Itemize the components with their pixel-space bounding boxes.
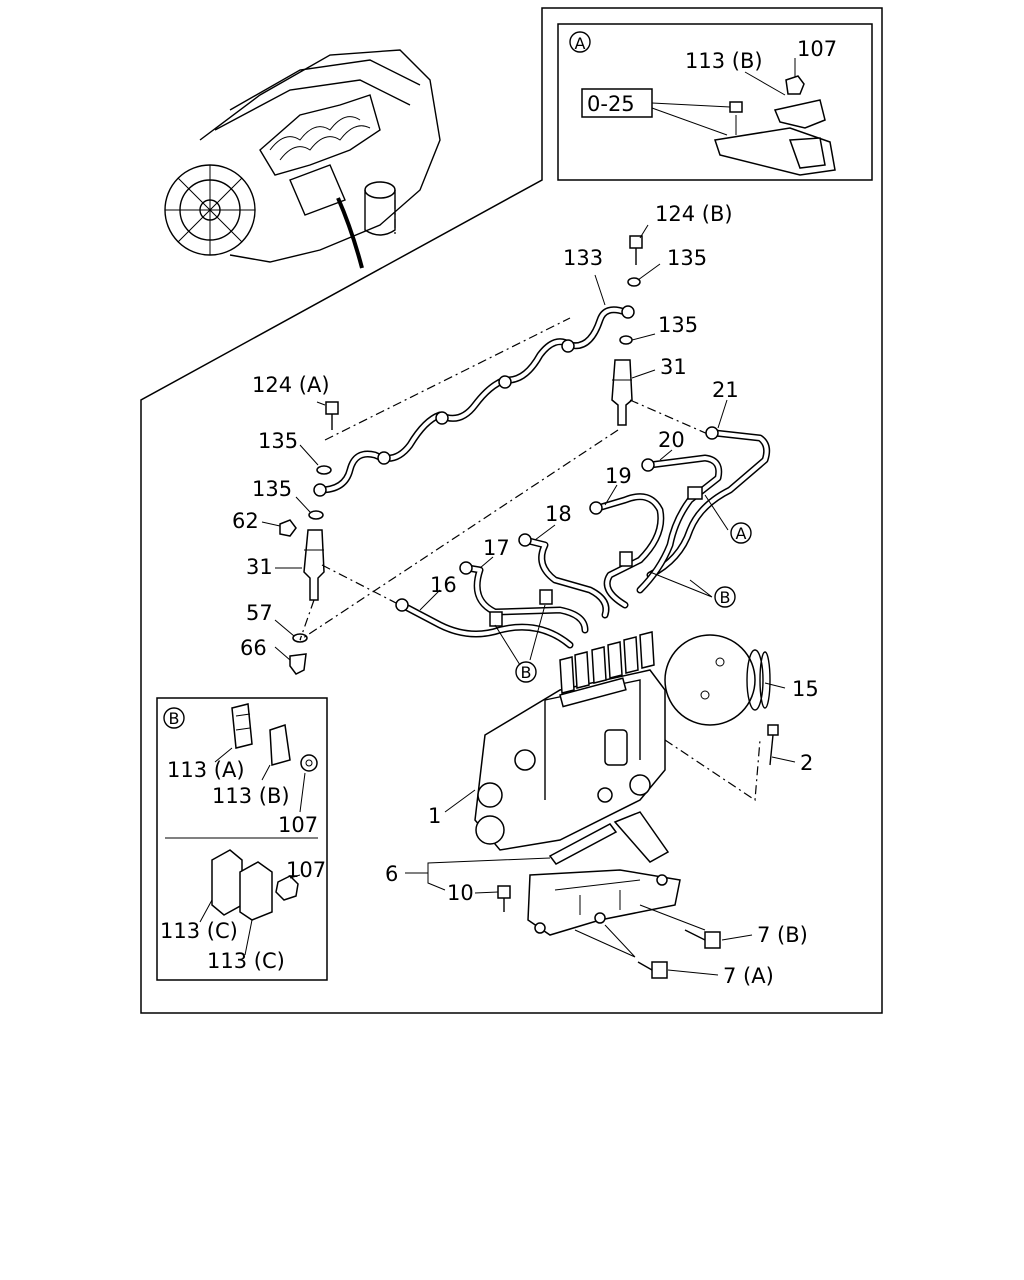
label-133: 133 <box>563 246 603 270</box>
label-6: 6 <box>385 862 398 886</box>
clamp-113c-part-b <box>239 861 273 921</box>
callouts: A B B <box>515 522 752 683</box>
inset-a-marker: A <box>575 34 586 53</box>
label-7b: 7 (B) <box>757 923 808 947</box>
callout-b1-circle <box>714 586 736 608</box>
label-66: 66 <box>240 636 267 660</box>
inset-b-label-107b: 107 <box>286 858 326 882</box>
inset-a-label-0-25: 0-25 <box>587 92 635 116</box>
inset-b-label-113b: 113 (B) <box>212 784 290 808</box>
label-15: 15 <box>792 677 819 701</box>
nut-62-part <box>279 519 297 537</box>
label-135-a: 135 <box>667 246 707 270</box>
label-17: 17 <box>483 536 510 560</box>
label-62: 62 <box>232 509 259 533</box>
bolt-124b-part <box>629 235 643 249</box>
callout-a: A <box>736 524 747 543</box>
label-7a: 7 (A) <box>723 964 774 988</box>
callout-b-2: B <box>521 663 532 682</box>
bolt-7a-part <box>651 961 668 979</box>
bolt-124a-part <box>325 401 339 415</box>
injection-pump <box>474 631 771 851</box>
governor-housing-15 <box>664 634 756 726</box>
callout-b-1: B <box>720 588 731 607</box>
inset-b-label-113c-1: 113 (C) <box>160 919 238 943</box>
callout-b2-circle <box>515 661 537 683</box>
leak-off-pipe-133 <box>313 305 635 497</box>
label-135-d: 135 <box>252 477 292 501</box>
clamp-113c-part-a <box>211 849 243 916</box>
eye-bolts-washers <box>279 235 643 675</box>
label-21: 21 <box>712 378 739 402</box>
nut-107-part-b <box>275 875 299 901</box>
nut-107-part <box>300 754 318 772</box>
inset-b-frame <box>156 697 328 981</box>
bolt-10-part <box>497 885 511 899</box>
inset-a-label-107: 107 <box>797 37 837 61</box>
label-31-b: 31 <box>246 555 273 579</box>
clamp-113a-part <box>231 703 253 749</box>
injection-pipes <box>395 426 771 649</box>
label-2: 2 <box>800 751 813 775</box>
engine-overview-illustration <box>164 49 441 269</box>
label-16: 16 <box>430 573 457 597</box>
washer-57-part <box>292 633 308 643</box>
clamp-113b-part <box>269 724 291 766</box>
label-57: 57 <box>246 601 273 625</box>
label-31-a: 31 <box>660 355 687 379</box>
leader-lines <box>261 224 796 976</box>
label-124a: 124 (A) <box>252 373 330 397</box>
label-135-b: 135 <box>658 313 698 337</box>
label-10: 10 <box>447 881 474 905</box>
injector-nozzles-31 <box>299 359 711 641</box>
inset-b-marker: B <box>169 709 180 728</box>
inset-b-label-113c-2: 113 (C) <box>207 949 285 973</box>
diagram-frame <box>140 7 883 1014</box>
inset-b-label-113a: 113 (A) <box>167 758 245 782</box>
label-19: 19 <box>605 464 632 488</box>
bolt-2-part <box>767 724 779 736</box>
seal-66-part <box>289 653 307 675</box>
injector-nozzle-left <box>303 529 325 601</box>
inset-b: B 113 (A) 113 (B) 107 107 113 (C) 113 (C… <box>156 697 328 981</box>
inset-a-marker-circle <box>569 31 591 53</box>
label-1: 1 <box>428 804 441 828</box>
inset-a-label-113b: 113 (B) <box>685 49 763 73</box>
label-124b: 124 (B) <box>655 202 733 226</box>
label-135-c: 135 <box>258 429 298 453</box>
label-20: 20 <box>658 428 685 452</box>
inset-b-marker-circle <box>163 707 185 729</box>
injector-nozzle-right <box>611 359 633 426</box>
pump-bracket <box>497 724 779 979</box>
inset-b-label-107a: 107 <box>278 813 318 837</box>
inset-a-frame <box>557 23 873 181</box>
bolt-7b-part <box>704 931 721 949</box>
callout-a-circle <box>730 522 752 544</box>
part-labels: 124 (B) 133 135 135 31 21 20 19 18 17 16… <box>232 202 819 988</box>
inset-a: A 113 (B) 107 0-25 <box>557 23 873 181</box>
label-18: 18 <box>545 502 572 526</box>
